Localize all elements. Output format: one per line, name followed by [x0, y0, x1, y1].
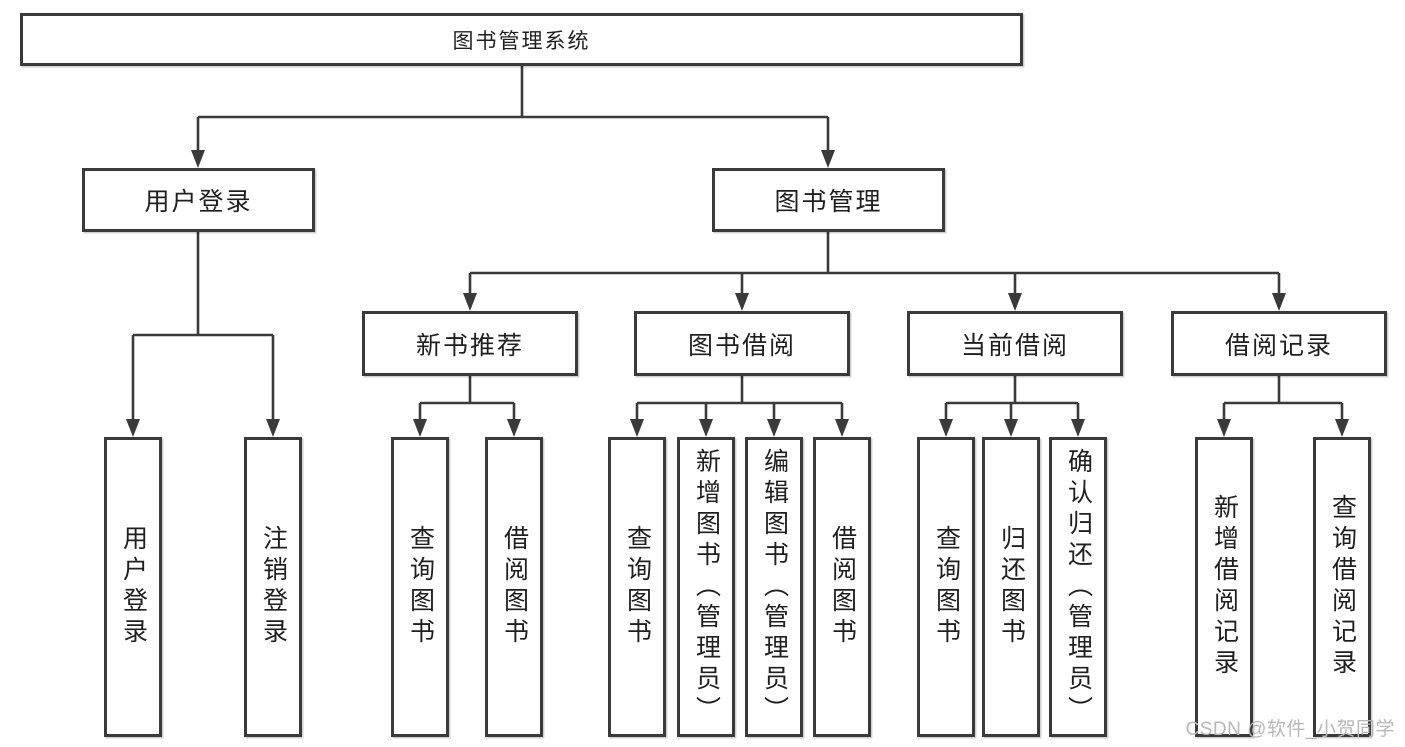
leaf-br-add-record: 新增借阅记录 [1195, 437, 1253, 737]
edge-borrowing-to-leaves [635, 376, 844, 433]
arrow-icon [1335, 419, 1349, 437]
leaf-nb-borrow-books: 借阅图书 [485, 437, 543, 737]
arrow-icon [266, 419, 280, 437]
node-root: 图书管理系统 [20, 13, 1023, 66]
node-current-borrowing: 当前借阅 [907, 311, 1123, 376]
node-new-book-recommend: 新书推荐 [362, 311, 578, 376]
arrow-icon [126, 419, 140, 437]
arrow-icon [507, 419, 521, 437]
edge-userlogin-to-leaves [131, 232, 275, 433]
leaf-logout: 注销登录 [244, 437, 302, 737]
arrow-icon [630, 419, 644, 437]
leaf-cb-confirm-return-admin: 确认归还（管理员） [1049, 437, 1107, 737]
node-borrow-records: 借阅记录 [1171, 311, 1387, 376]
edge-records-to-leaves [1222, 376, 1344, 433]
arrowheads [126, 150, 1349, 437]
connector-lines [131, 66, 1344, 433]
node-book-management: 图书管理 [712, 168, 945, 232]
watermark: CSDN @软件_小贺同学 [1185, 719, 1395, 740]
arrow-icon [767, 419, 781, 437]
edge-root-to-level2 [196, 66, 830, 164]
arrow-icon [1071, 419, 1085, 437]
node-book-borrowing: 图书借阅 [634, 311, 850, 376]
node-user-login: 用户登录 [82, 168, 315, 232]
leaf-bb-edit-book-admin: 编辑图书（管理员） [745, 437, 803, 737]
arrow-icon [699, 419, 713, 437]
leaf-bb-add-book-admin: 新增图书（管理员） [677, 437, 735, 737]
arrow-icon [821, 150, 835, 168]
arrow-icon [1217, 419, 1231, 437]
leaf-cb-query-books: 查询图书 [917, 437, 975, 737]
arrow-icon [1004, 419, 1018, 437]
leaf-bb-borrow-books: 借阅图书 [813, 437, 871, 737]
arrow-icon [835, 419, 849, 437]
arrow-icon [463, 293, 477, 311]
edge-bookmgmt-to-level3 [468, 232, 1281, 307]
leaf-bb-query-books: 查询图书 [608, 437, 666, 737]
arrow-icon [413, 419, 427, 437]
arrow-icon [1008, 293, 1022, 311]
leaf-user-login: 用户登录 [104, 437, 162, 737]
arrow-icon [939, 419, 953, 437]
arrow-icon [735, 293, 749, 311]
leaf-cb-return-books: 归还图书 [982, 437, 1040, 737]
arrow-icon [191, 150, 205, 168]
arrow-icon [1272, 293, 1286, 311]
leaf-nb-query-books: 查询图书 [391, 437, 449, 737]
edge-current-to-leaves [944, 376, 1080, 433]
edge-newbook-to-leaves [418, 376, 516, 433]
leaf-br-query-record: 查询借阅记录 [1313, 437, 1371, 737]
